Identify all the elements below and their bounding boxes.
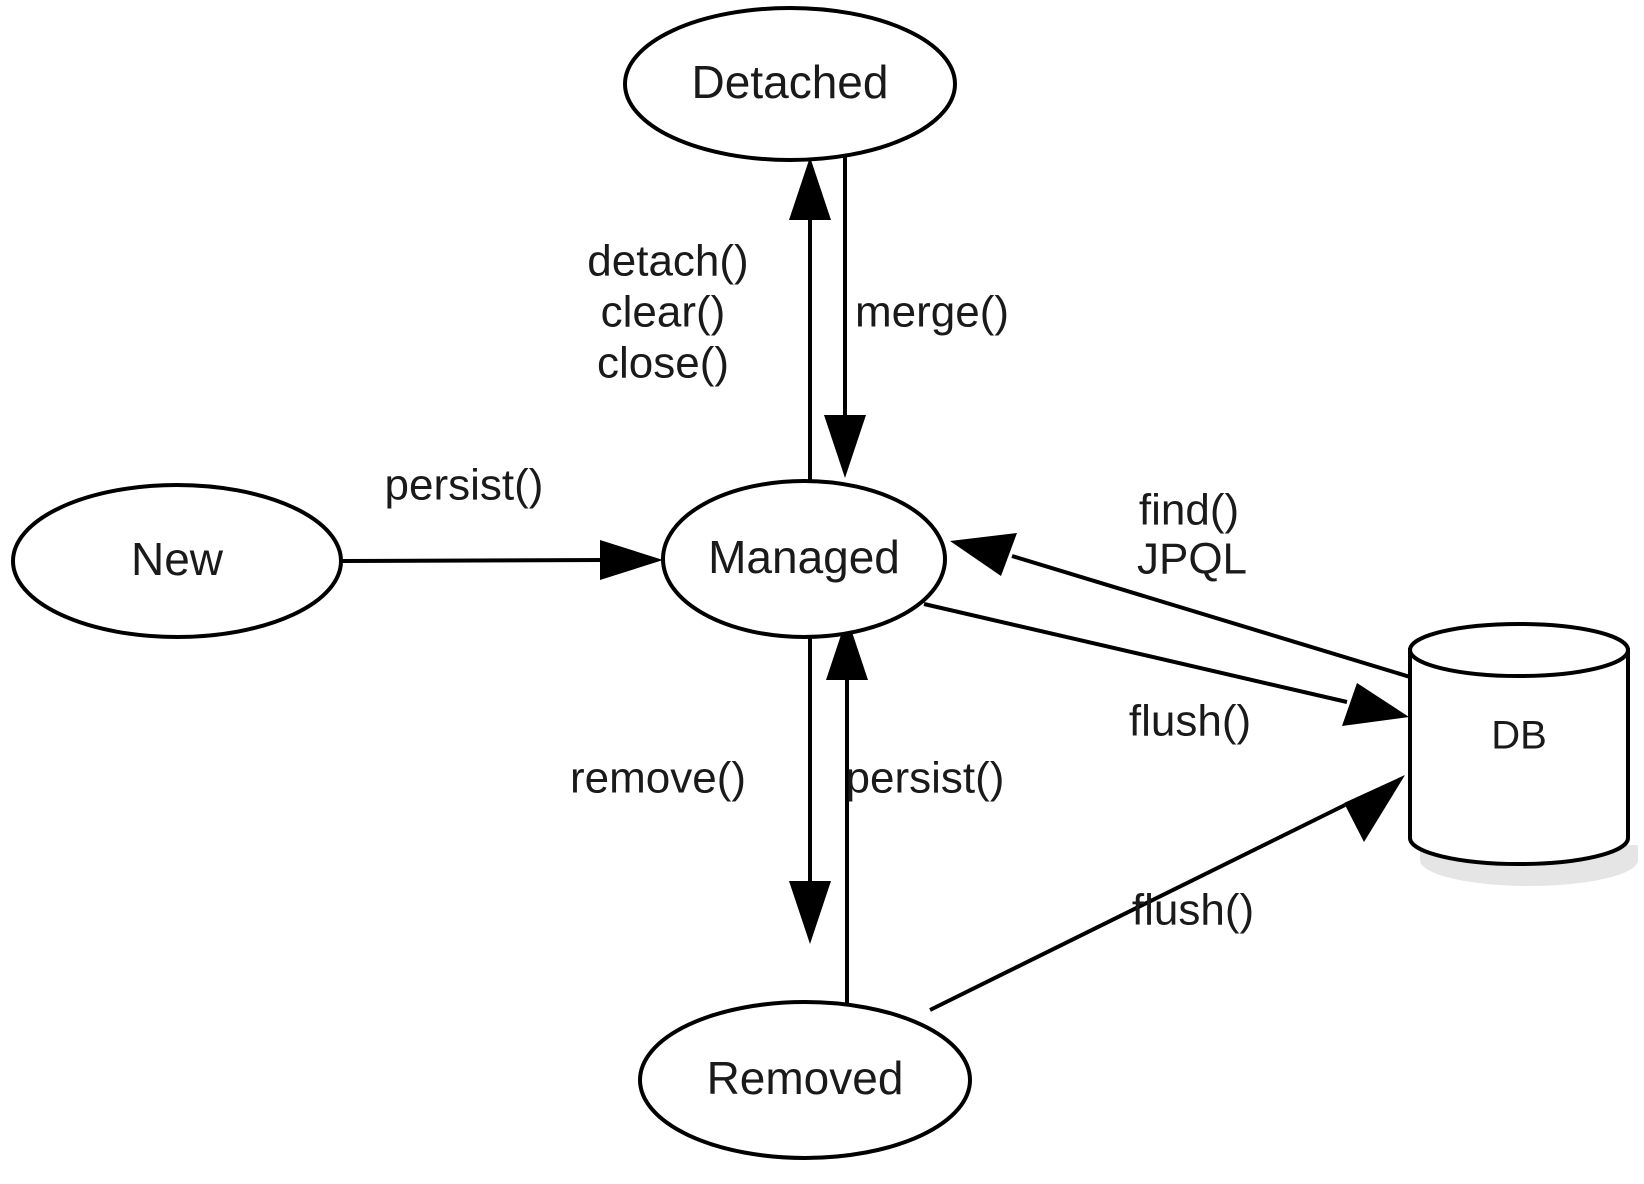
- node-detached[interactable]: Detached: [623, 6, 957, 162]
- arrowhead-db-to-managed: [950, 533, 1017, 576]
- node-managed-ellipse[interactable]: [661, 479, 947, 639]
- node-new-label: New: [131, 533, 224, 585]
- node-detached-label: Detached: [692, 56, 889, 108]
- edge-label-clear: clear(): [601, 288, 726, 337]
- edge-label-find: find(): [1139, 486, 1239, 535]
- db-cylinder-body[interactable]: [1408, 648, 1630, 866]
- edge-label-close: close(): [597, 339, 729, 388]
- node-managed[interactable]: Managed: [661, 479, 947, 639]
- arrowhead-removed-to-db: [1344, 775, 1405, 842]
- arrowhead-removed-to-managed: [826, 617, 868, 680]
- arrowhead-managed-to-db: [1342, 683, 1409, 726]
- edge-label-merge: merge(): [855, 288, 1009, 337]
- arrowhead-managed-to-detached: [789, 157, 831, 220]
- edge-label-flush-lower: flush(): [1132, 886, 1254, 935]
- node-removed-ellipse[interactable]: [638, 1000, 972, 1160]
- edge-label-detach: detach(): [587, 237, 748, 286]
- edge-detached-to-managed: [824, 150, 866, 478]
- node-db-label: DB: [1491, 714, 1547, 758]
- edge-line-removed-to-db: [929, 803, 1346, 1012]
- db-cylinder-top[interactable]: [1408, 622, 1630, 678]
- arrowhead-new-to-managed: [600, 540, 663, 580]
- edge-line-managed-to-db: [923, 602, 1348, 704]
- node-removed-label: Removed: [707, 1052, 904, 1104]
- edge-line-new-to-managed: [341, 558, 606, 563]
- edge-removed-to-db: [929, 775, 1405, 1012]
- node-new[interactable]: New: [11, 483, 343, 639]
- edge-managed-to-detached: [789, 157, 831, 481]
- edge-label-remove: remove(): [570, 754, 746, 803]
- node-removed[interactable]: Removed: [638, 1000, 972, 1160]
- arrowhead-managed-to-removed: [789, 881, 831, 944]
- edge-label-flush-upper: flush(): [1129, 697, 1251, 746]
- edge-managed-to-db: [923, 602, 1409, 726]
- edge-removed-to-managed: [826, 617, 868, 1006]
- edge-line-db-to-managed: [1011, 554, 1421, 682]
- node-detached-ellipse[interactable]: [623, 6, 957, 162]
- edge-label-persist-top: persist(): [385, 461, 544, 510]
- edge-label-persist-bottom: persist(): [846, 754, 1005, 803]
- node-new-ellipse[interactable]: [11, 483, 343, 639]
- node-db[interactable]: DB: [1408, 622, 1638, 886]
- edge-label-jpql: JPQL: [1137, 535, 1247, 584]
- arrowhead-detached-to-managed: [824, 415, 866, 478]
- node-managed-label: Managed: [708, 531, 900, 583]
- edge-db-to-managed: [950, 533, 1421, 682]
- edge-managed-to-removed: [789, 637, 831, 944]
- edge-new-to-managed: [341, 540, 663, 580]
